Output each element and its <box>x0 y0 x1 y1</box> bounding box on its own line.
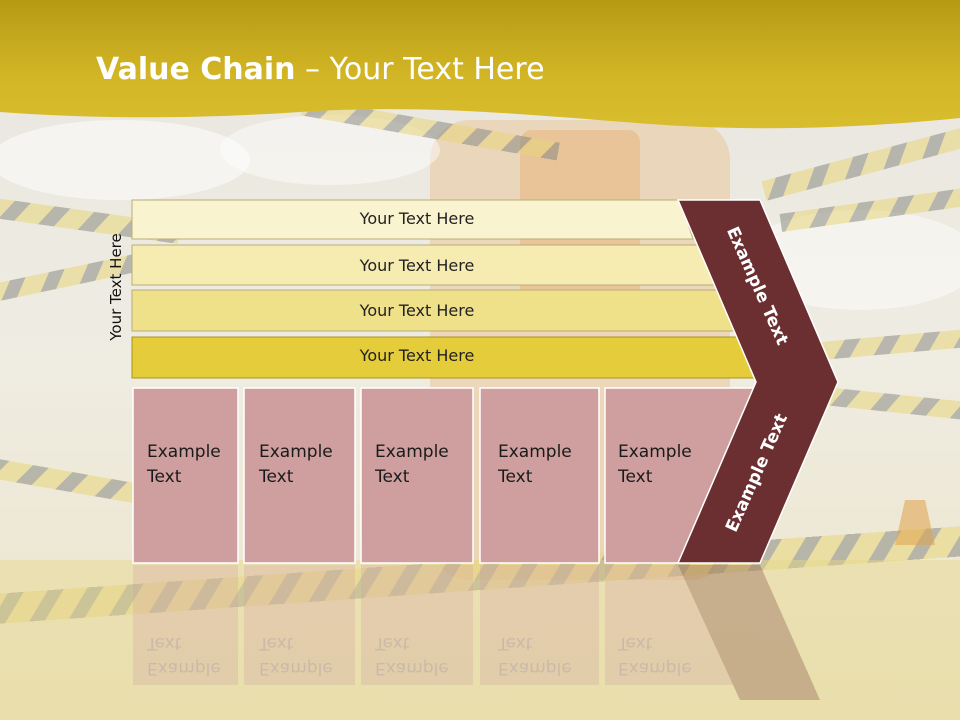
column-1 <box>132 387 239 564</box>
column-label-3-reflection: Example Text <box>375 633 449 678</box>
column-2 <box>243 387 356 564</box>
bar-label-1: Your Text Here <box>359 209 475 228</box>
column-label-2-reflection: Example Text <box>259 633 333 678</box>
column-4-reflection <box>480 565 599 685</box>
chevron-reflection <box>678 565 820 700</box>
side-label: Your Text Here <box>107 233 125 341</box>
column-label-1-reflection: Example Text <box>147 633 221 678</box>
column-2-reflection <box>244 565 355 685</box>
column-3 <box>360 387 474 564</box>
chevron-arrow <box>676 199 839 564</box>
page-title: Value Chain – Your Text Here <box>96 52 545 87</box>
bar-1 <box>131 199 694 240</box>
title-rest: – Your Text Here <box>295 52 545 87</box>
bar-label-4: Your Text Here <box>359 346 475 365</box>
column-1-reflection <box>133 565 238 685</box>
column-5-reflection <box>605 565 735 685</box>
column-label-1: Example Text <box>147 442 221 487</box>
column-label-5: Example Text <box>618 442 692 487</box>
bar-label-3: Your Text Here <box>359 301 475 320</box>
column-label-4-reflection: Example Text <box>498 633 572 678</box>
column-label-4: Example Text <box>498 442 572 487</box>
column-4 <box>479 387 600 564</box>
column-label-3: Example Text <box>375 442 449 487</box>
column-label-2: Example Text <box>259 442 333 487</box>
bar-label-2: Your Text Here <box>359 256 475 275</box>
title-bold: Value Chain <box>96 52 296 87</box>
reflection-group <box>133 565 820 700</box>
column-3-reflection <box>361 565 473 685</box>
column-label-5-reflection: Example Text <box>618 633 692 678</box>
